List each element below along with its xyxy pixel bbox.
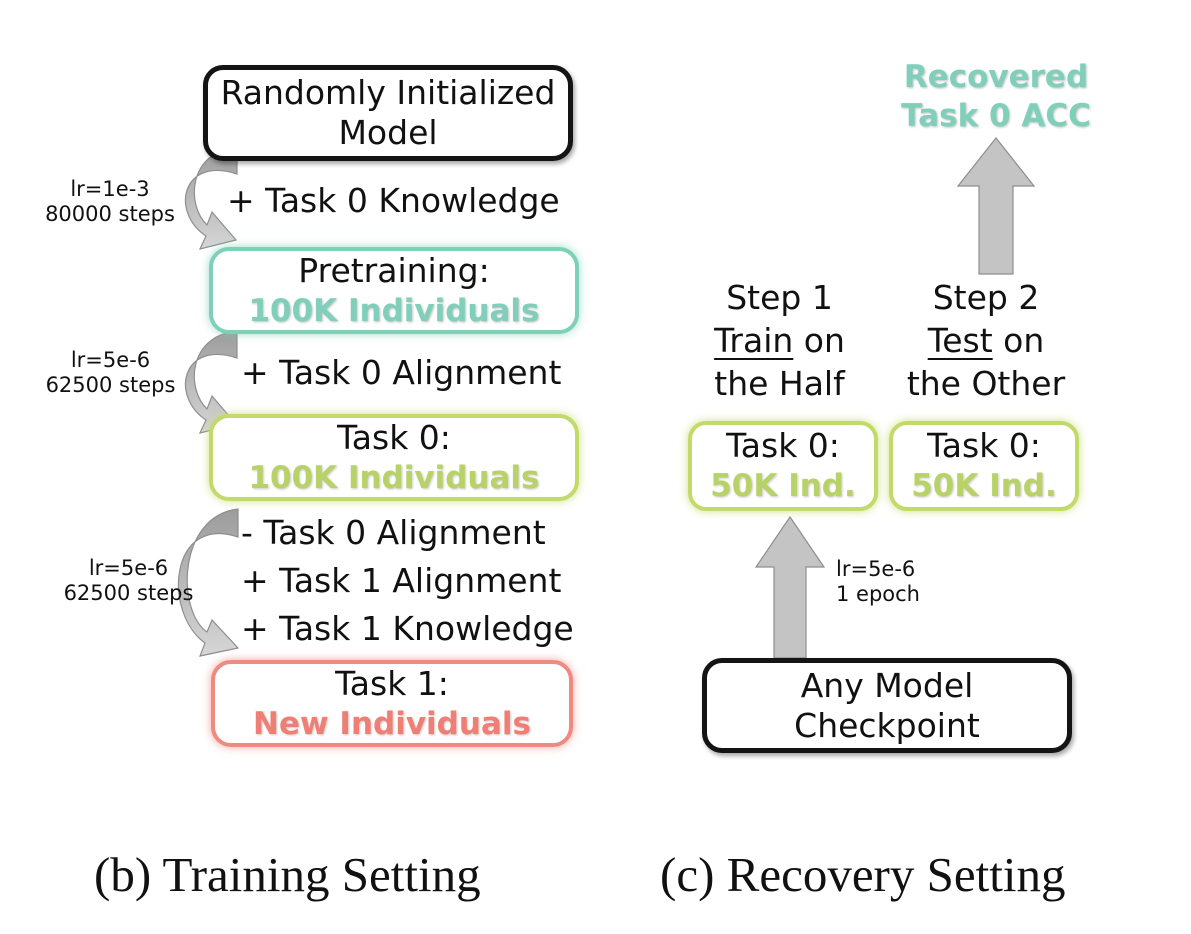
curved-arrow-1: [184, 146, 238, 250]
box-pretraining: Pretraining: 100K Individuals: [209, 247, 579, 334]
lr-label-recovery: lr=5e-6 1 epoch: [836, 557, 920, 607]
box-pretrain-line2: 100K Individuals: [248, 292, 540, 329]
box-checkpoint-line2: Checkpoint: [794, 705, 980, 745]
box-half2-line1: Task 0:: [927, 426, 1041, 465]
recovered-line2: Task 0 ACC: [901, 98, 1091, 134]
step2-line3: the Other: [906, 364, 1066, 403]
box-half1-line1: Task 0:: [726, 426, 840, 465]
box-pretrain-line1: Pretraining:: [298, 250, 490, 290]
box-any-model-checkpoint: Any Model Checkpoint: [702, 658, 1072, 753]
op-task1-alignment: + Task 1 Alignment: [241, 561, 562, 600]
up-arrow-recovered: [956, 137, 1036, 275]
steps-value-2: 62500 steps: [45, 373, 176, 397]
step2-title: Step 2: [932, 278, 1040, 317]
box-task0-line1: Task 0:: [337, 417, 451, 457]
op-task0-knowledge: + Task 0 Knowledge: [227, 181, 560, 220]
step1-verb: Train: [714, 321, 794, 360]
step1-title: Step 1: [726, 278, 833, 317]
box-randomly-initialized-model: Randomly Initialized Model: [203, 65, 573, 161]
caption-training-setting: (b) Training Setting: [94, 847, 481, 902]
box-task0-line2: 100K Individuals: [248, 459, 540, 496]
step1-line2: Train on: [692, 319, 867, 362]
box-half1-line2: 50K Ind.: [710, 468, 856, 504]
op-minus-task0-alignment: - Task 0 Alignment: [241, 513, 546, 552]
epoch-value-recovery: 1 epoch: [836, 582, 920, 606]
lr-label-3: lr=5e-6 62500 steps: [46, 556, 211, 606]
curved-arrow-2: [184, 330, 238, 434]
curved-arrow-3: [177, 508, 240, 657]
box-checkpoint-line1: Any Model: [800, 665, 974, 705]
op-task1-knowledge: + Task 1 Knowledge: [241, 609, 574, 648]
step1-rest: on: [793, 321, 845, 360]
box-task1-line2: New Individuals: [253, 705, 531, 742]
lr-value-recovery: lr=5e-6: [836, 557, 916, 581]
step1-label: Step 1 Train on the Half: [692, 276, 867, 405]
box-init-line1: Randomly Initialized: [220, 73, 556, 112]
op-task0-alignment: + Task 0 Alignment: [241, 353, 562, 392]
recovered-line1: Recovered: [903, 59, 1089, 95]
lr-label-2: lr=5e-6 62500 steps: [28, 348, 193, 398]
box-task0: Task 0: 100K Individuals: [209, 414, 579, 501]
step1-line3: the Half: [714, 364, 845, 403]
box-half2-line2: 50K Ind.: [911, 468, 1057, 504]
up-arrow-train: [754, 515, 826, 659]
steps-value-1: 80000 steps: [45, 202, 175, 226]
lr-value-2: lr=5e-6: [70, 348, 151, 372]
lr-label-1: lr=1e-3 80000 steps: [30, 177, 190, 227]
recovered-task0-acc: Recovered Task 0 ACC: [866, 58, 1126, 136]
box-task1-line1: Task 1:: [335, 663, 449, 703]
box-task0-half-train: Task 0: 50K Ind.: [688, 421, 878, 511]
box-init-line2: Model: [338, 113, 438, 152]
caption-recovery-setting: (c) Recovery Setting: [660, 847, 1066, 902]
step2-verb: Test: [927, 321, 993, 360]
step2-line2: Test on: [886, 319, 1086, 362]
box-task1: Task 1: New Individuals: [211, 660, 573, 747]
lr-value-1: lr=1e-3: [70, 177, 150, 201]
steps-value-3: 62500 steps: [63, 581, 194, 605]
lr-value-3: lr=5e-6: [88, 556, 169, 580]
step2-rest: on: [992, 321, 1045, 360]
step2-label: Step 2 Test on the Other: [886, 276, 1086, 405]
box-task0-half-test: Task 0: 50K Ind.: [889, 421, 1079, 511]
